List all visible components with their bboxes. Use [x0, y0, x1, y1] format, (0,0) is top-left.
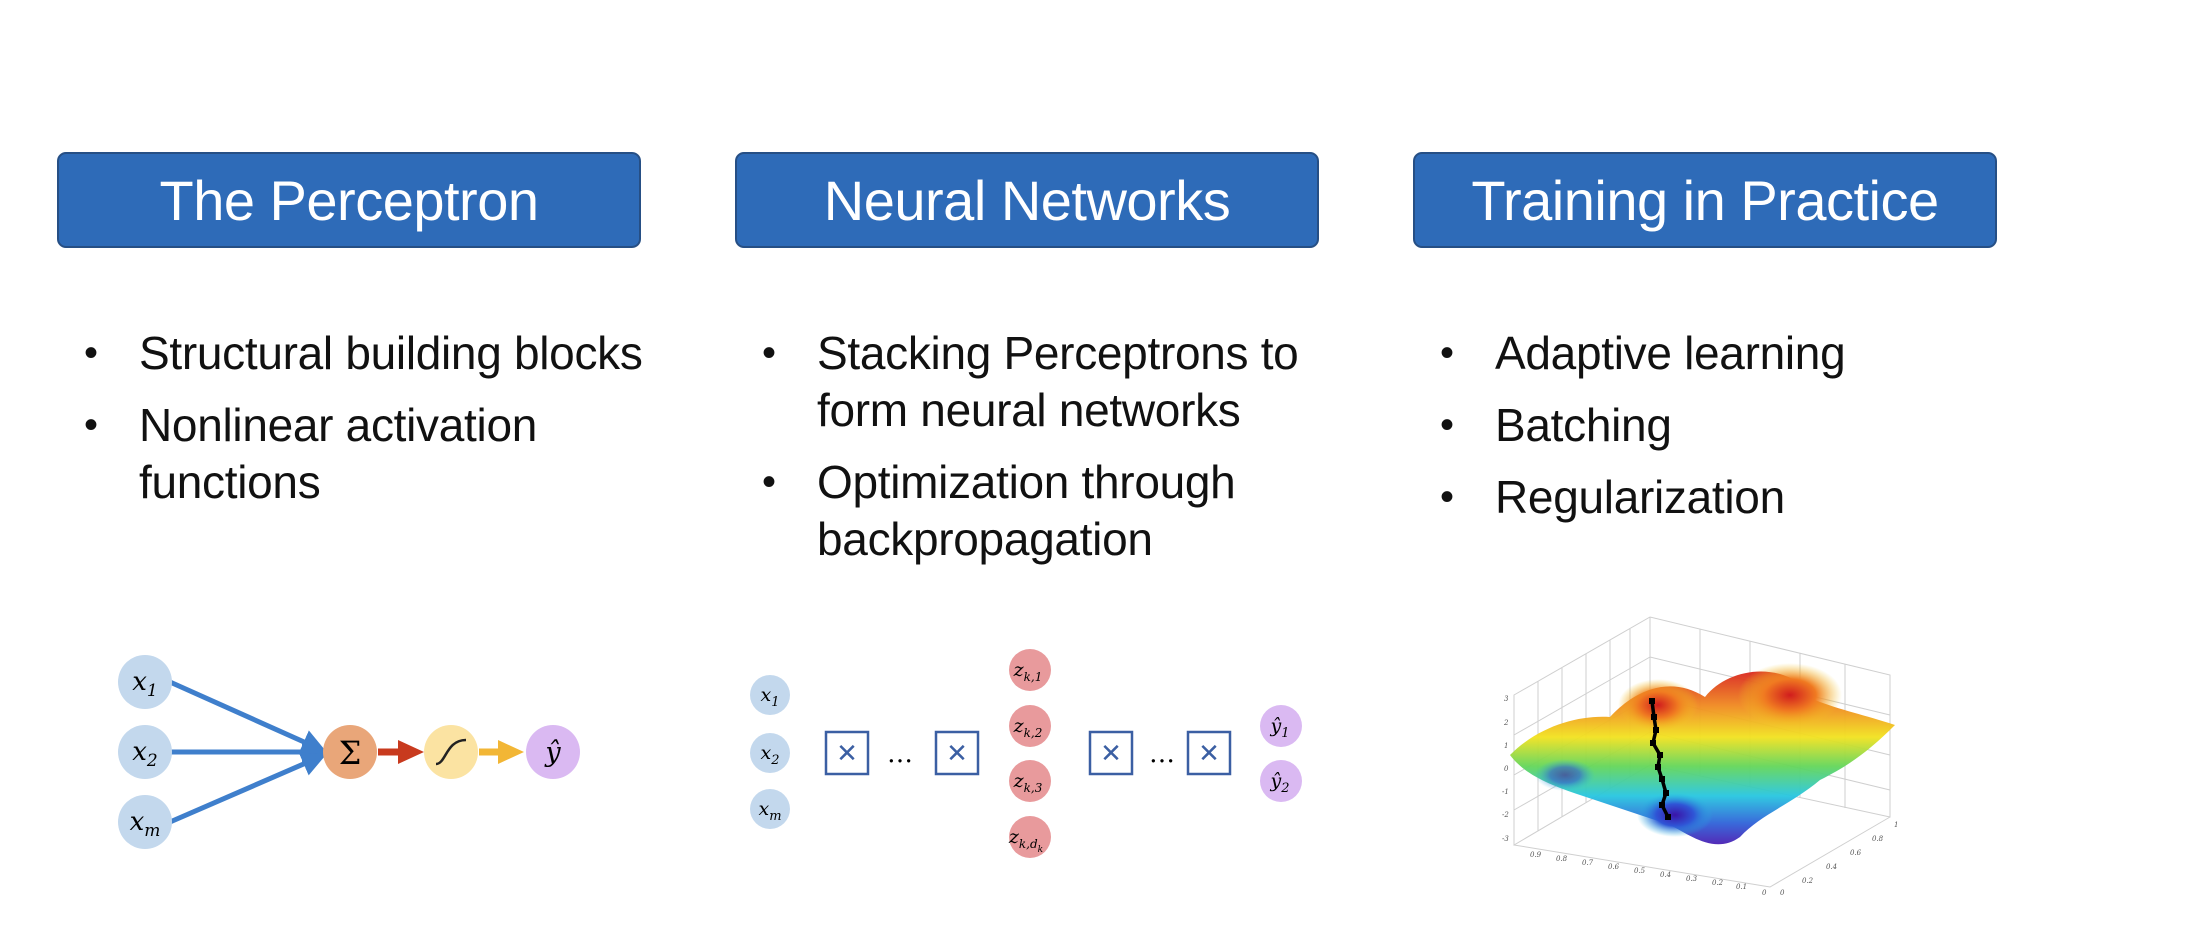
svg-text:0: 0 — [1780, 889, 1785, 897]
yellow-arrowhead — [498, 740, 524, 764]
descent-path — [1650, 700, 1670, 818]
column-training: Training in Practice Adaptive learning B… — [1413, 152, 1997, 526]
svg-text:0.4: 0.4 — [1826, 863, 1837, 871]
svg-text:-2: -2 — [1502, 811, 1509, 819]
input-label: x1 — [761, 684, 780, 710]
svg-text:0.5: 0.5 — [1634, 867, 1646, 875]
surface-valley — [1637, 793, 1713, 837]
ellipsis: … — [1149, 739, 1175, 769]
input-node — [118, 795, 172, 849]
bullet-item: Regularization — [1413, 469, 2033, 526]
svg-text:✕: ✕ — [946, 739, 968, 769]
weight-layer-box: ✕ — [824, 730, 870, 776]
input-node — [750, 789, 790, 829]
hidden-node — [1009, 816, 1051, 858]
input-label: xm — [130, 807, 161, 841]
hidden-label: zk,dk — [1008, 826, 1043, 855]
svg-text:✕: ✕ — [1198, 739, 1220, 769]
svg-text:0.2: 0.2 — [1802, 877, 1814, 885]
svg-text:-3: -3 — [1502, 835, 1509, 843]
input-node — [118, 655, 172, 709]
svg-text:0.4: 0.4 — [1660, 871, 1671, 879]
weight-layer-box: ✕ — [1088, 730, 1134, 776]
header-neural-networks: Neural Networks — [735, 152, 1319, 248]
output-label: ŷ2 — [1269, 770, 1289, 796]
hidden-node — [1009, 705, 1051, 747]
column-neural-networks: Neural Networks Stacking Perceptrons to … — [735, 152, 1319, 565]
input-node — [750, 733, 790, 773]
ellipsis: … — [887, 739, 913, 769]
bullet-list-perceptron: Structural building blocks Nonlinear act… — [57, 325, 677, 526]
input-label: x2 — [132, 737, 158, 771]
surface-valley — [1535, 759, 1595, 791]
perceptron-diagram: x1 x2 xm Σ ŷ — [118, 655, 580, 849]
input-label: x2 — [761, 742, 780, 768]
svg-text:0.8: 0.8 — [1872, 835, 1884, 843]
svg-text:0.2: 0.2 — [1712, 879, 1724, 887]
hidden-label: zk,2 — [1013, 715, 1043, 740]
svg-text:0.9: 0.9 — [1530, 851, 1542, 859]
svg-text:0.6: 0.6 — [1608, 863, 1620, 871]
bullet-list-training: Adaptive learning Batching Regularizatio… — [1413, 325, 2033, 541]
x-axis-ticks: 0.9 0.8 0.7 0.6 0.5 0.4 0.3 0.2 0.1 0 — [1530, 851, 1767, 897]
surface-peak — [1618, 679, 1698, 731]
svg-text:1: 1 — [1894, 821, 1898, 829]
bullet-item: Optimization through backpropagation — [735, 454, 1355, 568]
z-axis-ticks: 3 2 1 0 -1 -2 -3 — [1502, 695, 1509, 843]
hidden-label: zk,1 — [1013, 659, 1043, 684]
svg-text:-1: -1 — [1502, 788, 1509, 796]
svg-text:0: 0 — [1762, 889, 1767, 897]
network-diagram: x1 x2 xm ✕ … ✕ zk,1 zk,2 zk,3 zk,dk ✕ … … — [750, 649, 1302, 858]
column-perceptron: The Perceptron Structural building block… — [57, 152, 643, 508]
weight-layer-box: ✕ — [934, 730, 980, 776]
svg-text:0.8: 0.8 — [1556, 855, 1568, 863]
bullet-item: Structural building blocks — [57, 325, 677, 382]
bullet-item: Adaptive learning — [1413, 325, 2033, 382]
sum-symbol: Σ — [339, 734, 362, 772]
sum-node — [323, 725, 377, 779]
weight-layer-box: ✕ — [1186, 730, 1232, 776]
svg-text:1: 1 — [1504, 742, 1508, 750]
output-node — [1260, 705, 1302, 747]
hidden-label: zk,3 — [1013, 770, 1043, 795]
svg-text:✕: ✕ — [1100, 739, 1122, 769]
sigmoid-icon — [435, 738, 467, 766]
input-node — [750, 675, 790, 715]
header-training: Training in Practice — [1413, 152, 1997, 248]
input-arrow — [169, 752, 327, 825]
input-node — [118, 725, 172, 779]
hidden-node — [1009, 649, 1051, 691]
bullet-item: Stacking Perceptrons to form neural netw… — [735, 325, 1355, 439]
input-label: x1 — [132, 667, 158, 701]
bullet-item: Batching — [1413, 397, 2033, 454]
svg-text:✕: ✕ — [836, 739, 858, 769]
svg-text:0.3: 0.3 — [1686, 875, 1698, 883]
svg-text:0.7: 0.7 — [1582, 859, 1594, 867]
output-label: ŷ1 — [1269, 715, 1289, 741]
output-node — [1260, 760, 1302, 802]
loss-surface-plot: 3 2 1 0 -1 -2 -3 0.9 0.8 0.7 0.6 0.5 0.4… — [1502, 616, 1898, 897]
descent-path-markers — [1649, 698, 1671, 820]
bullet-list-neural-networks: Stacking Perceptrons to form neural netw… — [735, 325, 1355, 583]
output-node — [526, 725, 580, 779]
surface-peak — [1738, 663, 1842, 727]
input-arrow — [168, 679, 327, 754]
output-label: ŷ — [544, 737, 561, 768]
bullet-item: Nonlinear activation functions — [57, 397, 677, 511]
input-label: xm — [758, 798, 781, 824]
svg-text:3: 3 — [1504, 695, 1509, 703]
svg-text:0.6: 0.6 — [1850, 849, 1862, 857]
svg-text:0: 0 — [1504, 765, 1509, 773]
svg-text:2: 2 — [1503, 719, 1509, 727]
red-arrowhead — [398, 740, 424, 764]
activation-node — [424, 725, 478, 779]
hidden-node — [1009, 760, 1051, 802]
header-perceptron: The Perceptron — [57, 152, 641, 248]
y-axis-ticks: 0 0.2 0.4 0.6 0.8 1 — [1780, 821, 1898, 897]
svg-text:0.1: 0.1 — [1736, 883, 1747, 891]
